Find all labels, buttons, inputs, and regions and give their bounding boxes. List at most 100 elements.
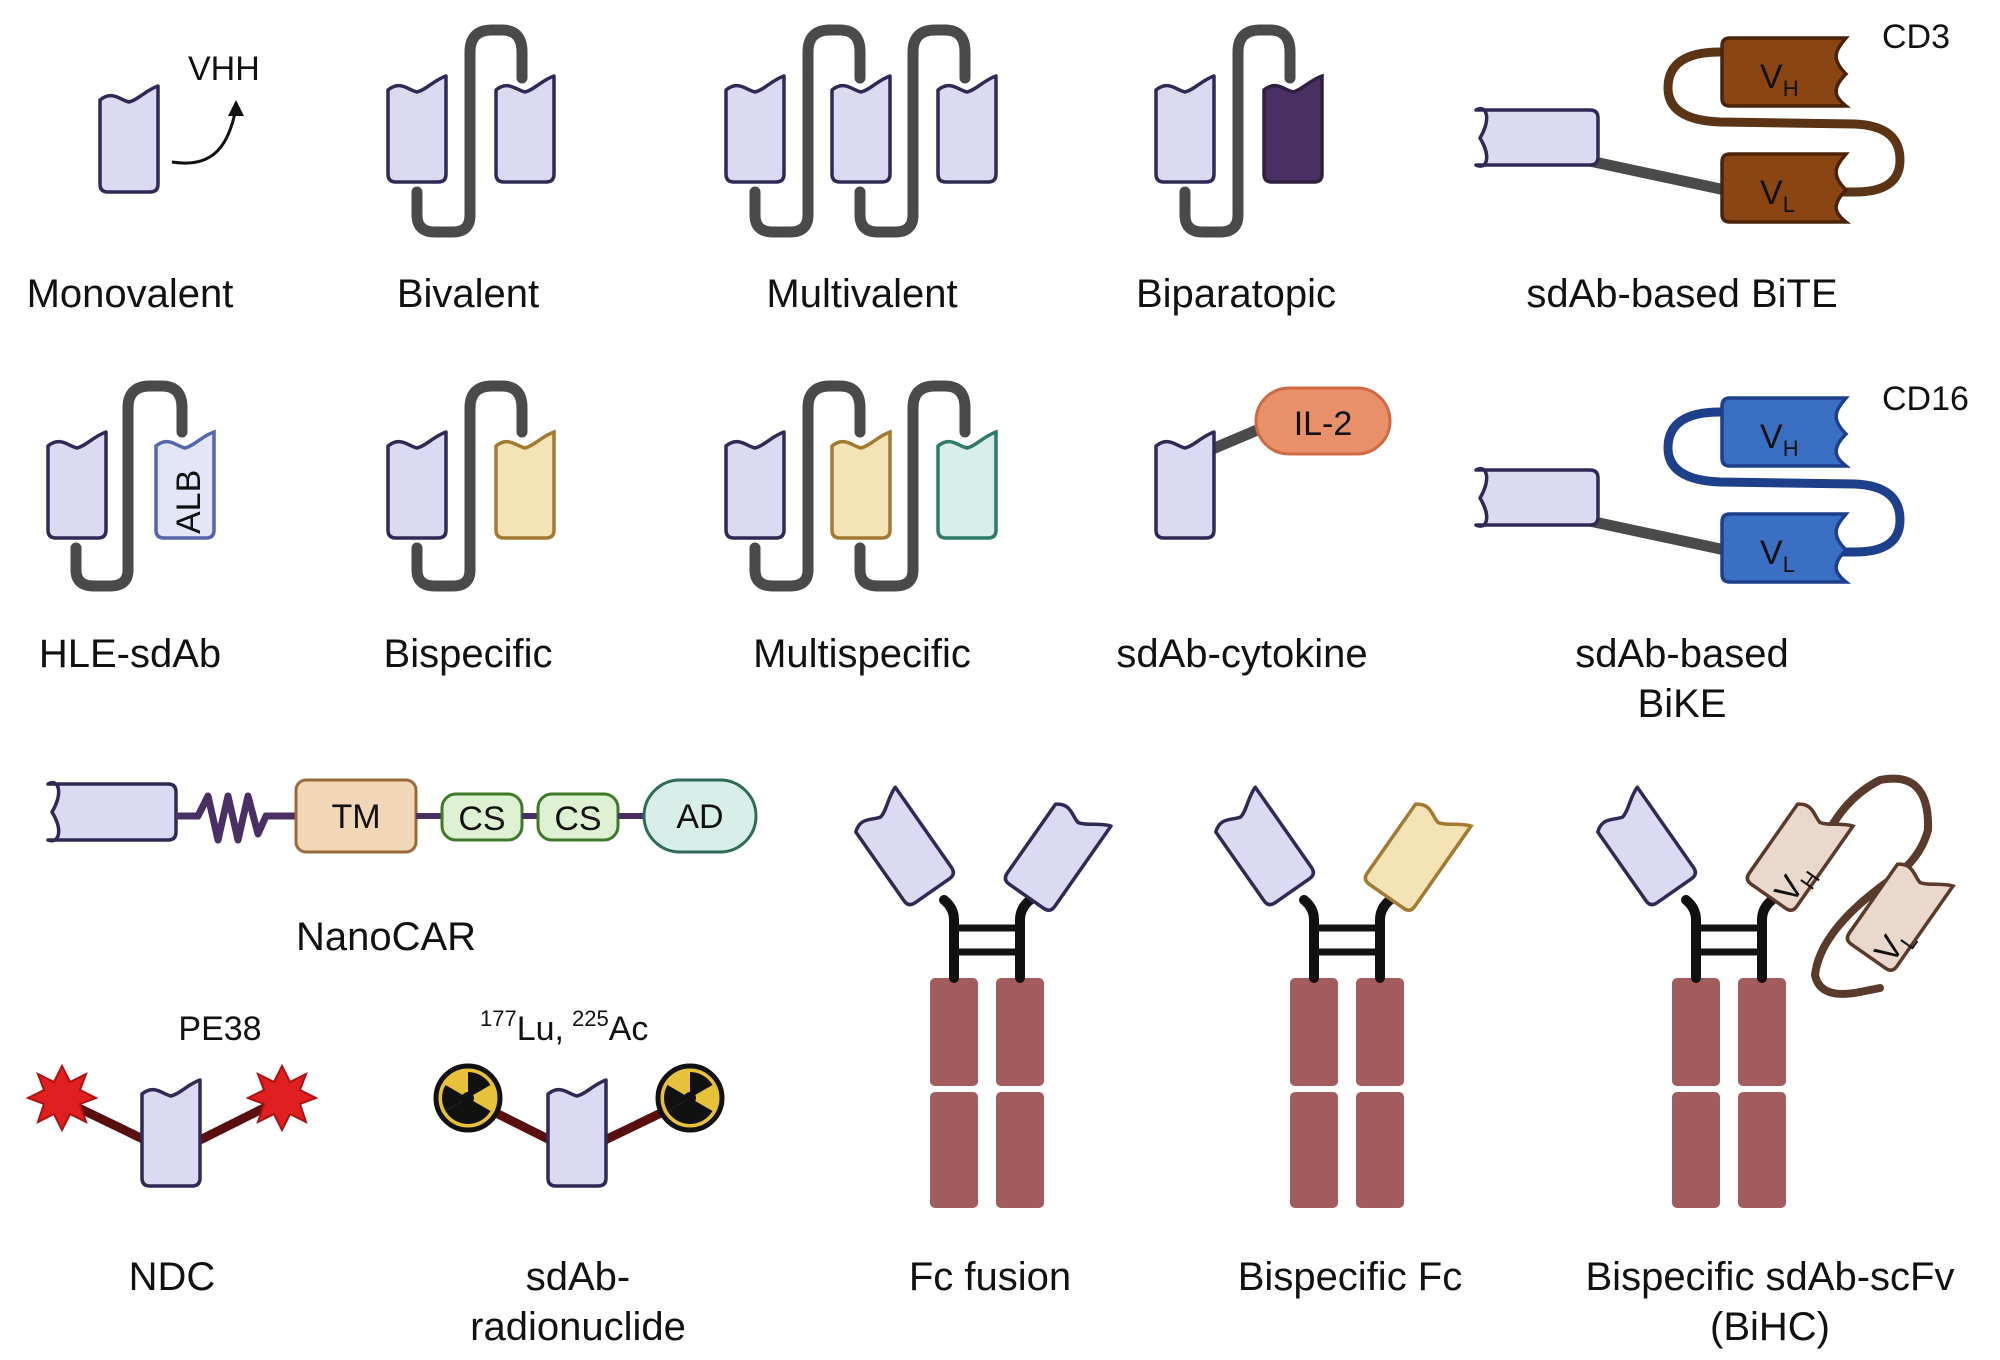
hle-sdab-figure: ALB HLE-sdAb xyxy=(39,380,221,676)
bike-figure: VH VL CD16 sdAb-based BiKE xyxy=(1474,380,1969,726)
toxin-icon xyxy=(25,1063,99,1133)
ch3-domain xyxy=(1738,1092,1786,1208)
label-bispecific-fc: Bispecific Fc xyxy=(1238,1255,1463,1299)
peptide-linker xyxy=(854,24,971,238)
tm-label: TM xyxy=(331,798,380,836)
label-bike-line2: BiKE xyxy=(1638,682,1727,726)
label-ndc: NDC xyxy=(129,1255,216,1299)
vhh-domain-second-target xyxy=(830,430,892,540)
vhh-domain-second-epitope xyxy=(1262,74,1324,184)
peptide-linker xyxy=(1204,422,1268,456)
vhh-domain xyxy=(724,74,786,184)
arrow-head-icon xyxy=(228,100,244,116)
vhh-domain xyxy=(140,1078,202,1188)
peptide-linker xyxy=(1579,514,1731,556)
cd16-annotation: CD16 xyxy=(1882,380,1969,418)
vh-letter: VH xyxy=(1760,418,1799,461)
ch2-domain xyxy=(1672,978,1720,1086)
bispecific-fc-figure: Bispecific Fc xyxy=(1206,785,1473,1299)
vhh-domain xyxy=(1154,430,1216,540)
vhh-domain xyxy=(936,74,998,184)
vhh-pointer-arrow xyxy=(171,107,238,165)
label-nanocar: NanoCAR xyxy=(296,915,476,959)
hinge xyxy=(939,895,959,983)
label-bite: sdAb-based BiTE xyxy=(1526,272,1837,316)
bispecific-figure: Bispecific xyxy=(384,380,556,676)
ad-label: AD xyxy=(676,798,723,836)
vh-domain xyxy=(1720,396,1851,468)
vhh-domain xyxy=(386,74,448,184)
fc-fusion-figure: Fc fusion xyxy=(846,785,1113,1299)
vhh-annotation: VHH xyxy=(188,50,260,88)
radionuclide-annotation: 177Lu,225Ac xyxy=(480,1006,648,1048)
pe38-annotation: PE38 xyxy=(178,1010,261,1048)
ch3-domain xyxy=(996,1092,1044,1208)
peptide-linker xyxy=(749,24,866,238)
ch3-domain xyxy=(1290,1092,1338,1208)
label-bihc-line1: Bispecific sdAb-scFv xyxy=(1586,1255,1955,1299)
peptide-linker xyxy=(1579,154,1731,196)
label-multispecific: Multispecific xyxy=(753,632,971,676)
bihc-figure: VH VL Bispecific sdAb-scFv (BiHC) xyxy=(1586,774,1955,1349)
label-monovalent: Monovalent xyxy=(27,272,234,316)
multispecific-figure: Multispecific xyxy=(724,380,998,676)
vl-domain xyxy=(1720,512,1851,584)
label-biparatopic: Biparatopic xyxy=(1136,272,1336,316)
ch2-domain xyxy=(1356,978,1404,1086)
vl-letter: VL xyxy=(1760,534,1795,577)
hinge xyxy=(1015,895,1035,983)
label-bivalent: Bivalent xyxy=(397,272,539,316)
label-hle-sdab: HLE-sdAb xyxy=(39,632,221,676)
ch3-domain xyxy=(930,1092,978,1208)
hinge-spacer xyxy=(176,792,296,844)
vh-letter: VH xyxy=(1760,58,1799,101)
hinge xyxy=(1681,895,1701,983)
ch2-domain xyxy=(1290,978,1338,1086)
toxin-icon xyxy=(245,1063,319,1133)
sdab-radionuclide-figure: 177Lu,225Ac sdAb- radionuclide xyxy=(433,1006,725,1349)
ch2-domain xyxy=(930,978,978,1086)
peptide-linker xyxy=(749,380,866,592)
vhh-domain xyxy=(1206,785,1318,910)
vhh-domain xyxy=(1474,466,1600,528)
label-fc-fusion: Fc fusion xyxy=(909,1255,1071,1299)
scfv-linker xyxy=(1810,774,1933,998)
peptide-linker xyxy=(1179,24,1296,238)
alb-annotation: ALB xyxy=(170,470,208,534)
ch2-domain xyxy=(996,978,1044,1086)
vhh-domain xyxy=(386,430,448,540)
ch3-domain xyxy=(1672,1092,1720,1208)
vh-domain xyxy=(1720,36,1851,108)
label-bihc-line2: (BiHC) xyxy=(1710,1305,1830,1349)
vhh-domain xyxy=(98,84,160,194)
vl-letter: VL xyxy=(1760,174,1795,217)
sdab-cytokine-figure: IL-2 sdAb-cytokine xyxy=(1116,386,1392,676)
peptide-linker xyxy=(411,380,528,592)
vhh-domain-third-target xyxy=(936,430,998,540)
label-bispecific: Bispecific xyxy=(384,632,553,676)
label-bike-line1: sdAb-based xyxy=(1575,632,1788,676)
multivalent-figure: Multivalent xyxy=(724,24,998,316)
ch3-domain xyxy=(1356,1092,1404,1208)
hinge xyxy=(1375,895,1395,983)
vhh-domain xyxy=(846,785,958,910)
ch2-domain xyxy=(1738,978,1786,1086)
vhh-domain xyxy=(724,430,786,540)
vhh-domain xyxy=(1588,785,1700,910)
cs-label: CS xyxy=(554,800,601,838)
label-radionuclide-line1: sdAb- xyxy=(526,1255,631,1299)
hinge xyxy=(1299,895,1319,983)
label-radionuclide-line2: radionuclide xyxy=(470,1305,686,1349)
vhh-domain xyxy=(546,1078,608,1188)
radioactive-icon xyxy=(433,1063,503,1133)
bite-figure: VH VL CD3 sdAb-based BiTE xyxy=(1474,18,1950,316)
peptide-linker xyxy=(70,380,188,592)
peptide-linker xyxy=(411,24,528,238)
peptide-linker xyxy=(854,380,971,592)
monovalent-figure: VHH Monovalent xyxy=(27,50,260,316)
scfv-linker xyxy=(1663,407,1905,557)
biparatopic-figure: Biparatopic xyxy=(1136,24,1336,316)
cs-label: CS xyxy=(458,800,505,838)
il2-cytokine xyxy=(1254,386,1392,456)
